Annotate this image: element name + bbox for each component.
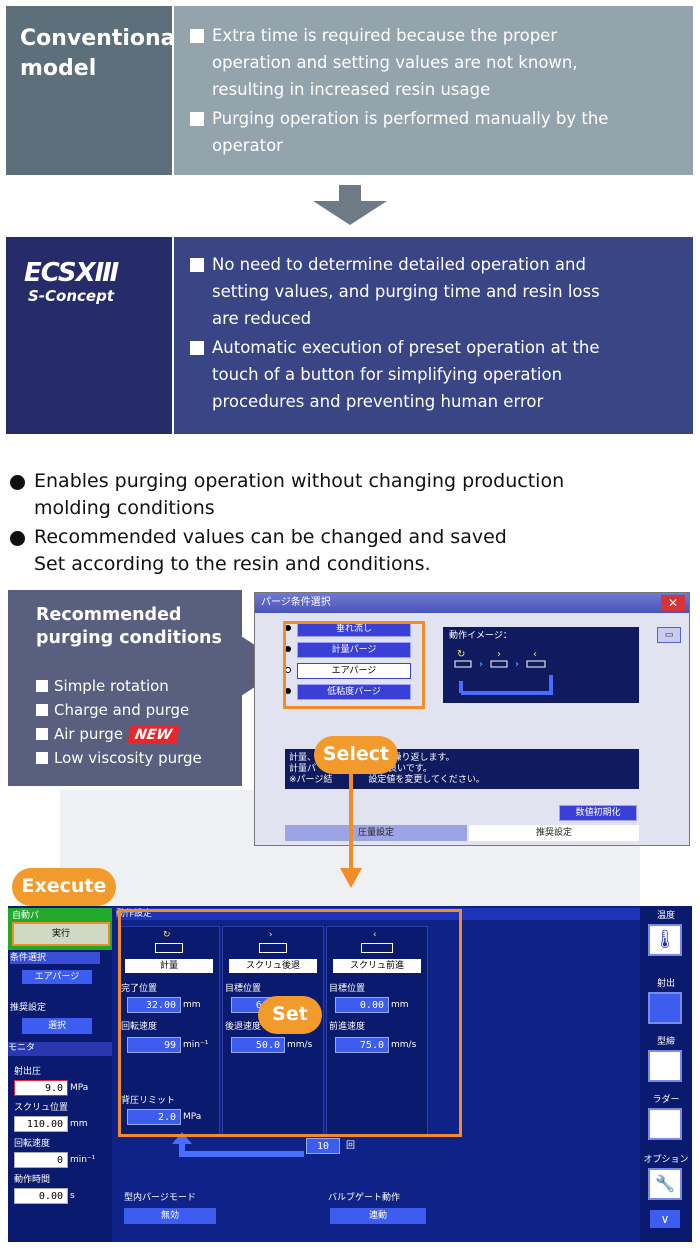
column-title-screw-retract: スクリュ後退: [229, 959, 317, 973]
recommended-conditions-box: Recommended purging conditions Simple ro…: [8, 590, 242, 786]
option-low-viscosity[interactable]: 低粘度パージ: [297, 684, 411, 700]
ecsx-description-panel: No need to determine detailed operation …: [174, 237, 693, 434]
select-connector-line: [349, 744, 353, 870]
valve-gate-label: バルブゲート動作: [328, 1193, 401, 1203]
back-pressure-limit[interactable]: 2.0: [127, 1109, 181, 1125]
ecsx-bullet-2: Automatic execution of preset operation …: [190, 334, 600, 415]
air-purge-button[interactable]: エアパージ: [22, 970, 92, 984]
purge-option-list: 垂れ流し 計量パージ エアパージ 低粘度パージ: [285, 619, 423, 705]
conventional-title: Conventional model: [20, 26, 184, 81]
tab-condition-setting[interactable]: 圧量設定: [285, 825, 467, 841]
rec-item-simple-rotation: Simple rotation: [36, 676, 169, 696]
advance-icon: ‹: [373, 930, 377, 940]
ecsx-bullet-1: No need to determine detailed operation …: [190, 251, 600, 332]
scroll-down-button[interactable]: ∨: [650, 1210, 680, 1228]
repeat-unit: 回: [346, 1141, 356, 1151]
select-callout: Select: [314, 736, 398, 774]
screw-icon: [361, 943, 393, 953]
conventional-bullet-1: Extra time is required because the prope…: [190, 22, 578, 103]
recommended-title: Recommended purging conditions: [36, 605, 222, 648]
option-air-purge[interactable]: エアパージ: [297, 663, 411, 679]
svg-text:›: ›: [479, 659, 483, 670]
monitor-value-injection-pressure: 9.0: [14, 1080, 68, 1096]
option-charge-purge[interactable]: 計量パージ: [297, 642, 411, 658]
advance-target-position[interactable]: 0.00: [335, 997, 389, 1013]
svg-text:‹: ‹: [533, 649, 537, 660]
monitor-header: モニタ: [8, 1042, 112, 1056]
feature-2: Recommended values can be changed and sa…: [10, 524, 507, 578]
conventional-description-panel: Extra time is required because the prope…: [174, 6, 693, 175]
rec-item-low-viscosity: Low viscosity purge: [36, 748, 202, 768]
injection-icon[interactable]: [648, 992, 682, 1024]
repeat-count-input[interactable]: 10: [306, 1138, 340, 1154]
retract-icon: ›: [269, 930, 273, 940]
monitor-value-operation-time: 0.00: [14, 1188, 68, 1204]
wrench-icon[interactable]: 🔧: [648, 1168, 682, 1200]
retract-speed[interactable]: 50.0: [231, 1037, 285, 1053]
column-screw-advance: ‹ スクリュ前進 目標位置 0.00 mm 前進速度 75.0 mm/s: [326, 926, 428, 1136]
machine-screen: 自動パ 実行 条件選択 エアパージ 推奨設定 選択 モニタ 射出圧 9.0 MP…: [8, 906, 692, 1242]
screw-icon: [155, 943, 183, 953]
condition-select-label: 条件選択: [10, 952, 100, 964]
select-button[interactable]: 選択: [22, 1018, 92, 1034]
column-title-metering: 計量: [125, 959, 213, 973]
metering-icon: ↻: [163, 930, 171, 940]
s-concept-logo: S-Concept: [28, 287, 114, 305]
radio-dot: [285, 688, 291, 694]
temperature-icon[interactable]: 🌡: [648, 924, 682, 956]
monitor-value-rotation-speed: 0: [14, 1152, 68, 1168]
set-highlight: [118, 909, 462, 1137]
radio-dot: [285, 625, 291, 631]
operation-flow-icon: ↻ › › › ‹: [454, 649, 553, 695]
arrow-down-icon: [340, 868, 362, 888]
monitor-label-screw-position: スクリュ位置: [14, 1103, 69, 1113]
execute-callout: Execute: [12, 868, 116, 906]
mold-purge-mode-label: 型内パージモード: [124, 1193, 196, 1203]
mold-clamp-icon[interactable]: [648, 1050, 682, 1082]
radio-dot: [285, 646, 291, 652]
valve-gate-button[interactable]: 連動: [330, 1208, 426, 1224]
purge-condition-dialog: パージ条件選択 ✕ ▭ 垂れ流し 計量パージ エアパージ 低粘度パージ 動作イメ…: [254, 592, 690, 846]
metering-end-position[interactable]: 32.00: [127, 997, 181, 1013]
set-callout: Set: [258, 996, 322, 1034]
reset-values-button[interactable]: 数値初期化: [559, 805, 637, 821]
tab-recommended-setting[interactable]: 推奨設定: [469, 825, 639, 841]
svg-text:›: ›: [515, 659, 519, 670]
screw-icon: [259, 943, 287, 953]
mold-purge-mode-button[interactable]: 無効: [124, 1208, 216, 1224]
monitor-label-injection-pressure: 射出圧: [14, 1067, 42, 1077]
svg-text:›: ›: [497, 649, 501, 660]
execute-button[interactable]: 実行: [12, 922, 110, 946]
new-badge: NEW: [127, 726, 180, 744]
svg-text:↻: ↻: [457, 649, 465, 660]
feature-1: Enables purging operation without changi…: [10, 468, 564, 522]
window-icon[interactable]: ▭: [657, 627, 681, 643]
advance-speed[interactable]: 75.0: [335, 1037, 389, 1053]
close-icon[interactable]: ✕: [661, 595, 685, 611]
monitor-label-operation-time: 動作時間: [14, 1175, 51, 1185]
right-sidebar: 温度 🌡 射出 型締 ラダー オプション 🔧 ∨: [640, 906, 692, 1242]
operation-image-panel: 動作イメージ： ↻ › › › ‹: [443, 627, 639, 703]
select-highlight: [283, 621, 425, 709]
dialog-title: パージ条件選択: [255, 593, 689, 613]
monitor-label-rotation-speed: 回転速度: [14, 1139, 51, 1149]
recommended-setting-label: 推奨設定: [10, 1003, 47, 1013]
ecsx-logo: ECSXⅢ: [24, 258, 119, 288]
conventional-bullet-2: Purging operation is performed manually …: [190, 105, 608, 159]
metering-rotation-speed[interactable]: 99: [127, 1037, 181, 1053]
loop-arrow-icon: [172, 1132, 304, 1157]
down-arrow-icon: [313, 185, 387, 225]
monitor-value-screw-position: 110.00: [14, 1116, 68, 1132]
conventional-title-panel: Conventional model: [6, 6, 183, 175]
column-title-screw-advance: スクリュ前進: [333, 959, 421, 973]
ecsx-logo-panel: ECSXⅢ S-Concept: [6, 237, 172, 434]
ladder-icon[interactable]: [648, 1108, 682, 1140]
rec-item-charge-purge: Charge and purge: [36, 700, 189, 720]
column-metering: ↻ 計量 完了位置 32.00 mm 回転速度 99 min⁻¹ 背圧リミット …: [118, 926, 220, 1136]
